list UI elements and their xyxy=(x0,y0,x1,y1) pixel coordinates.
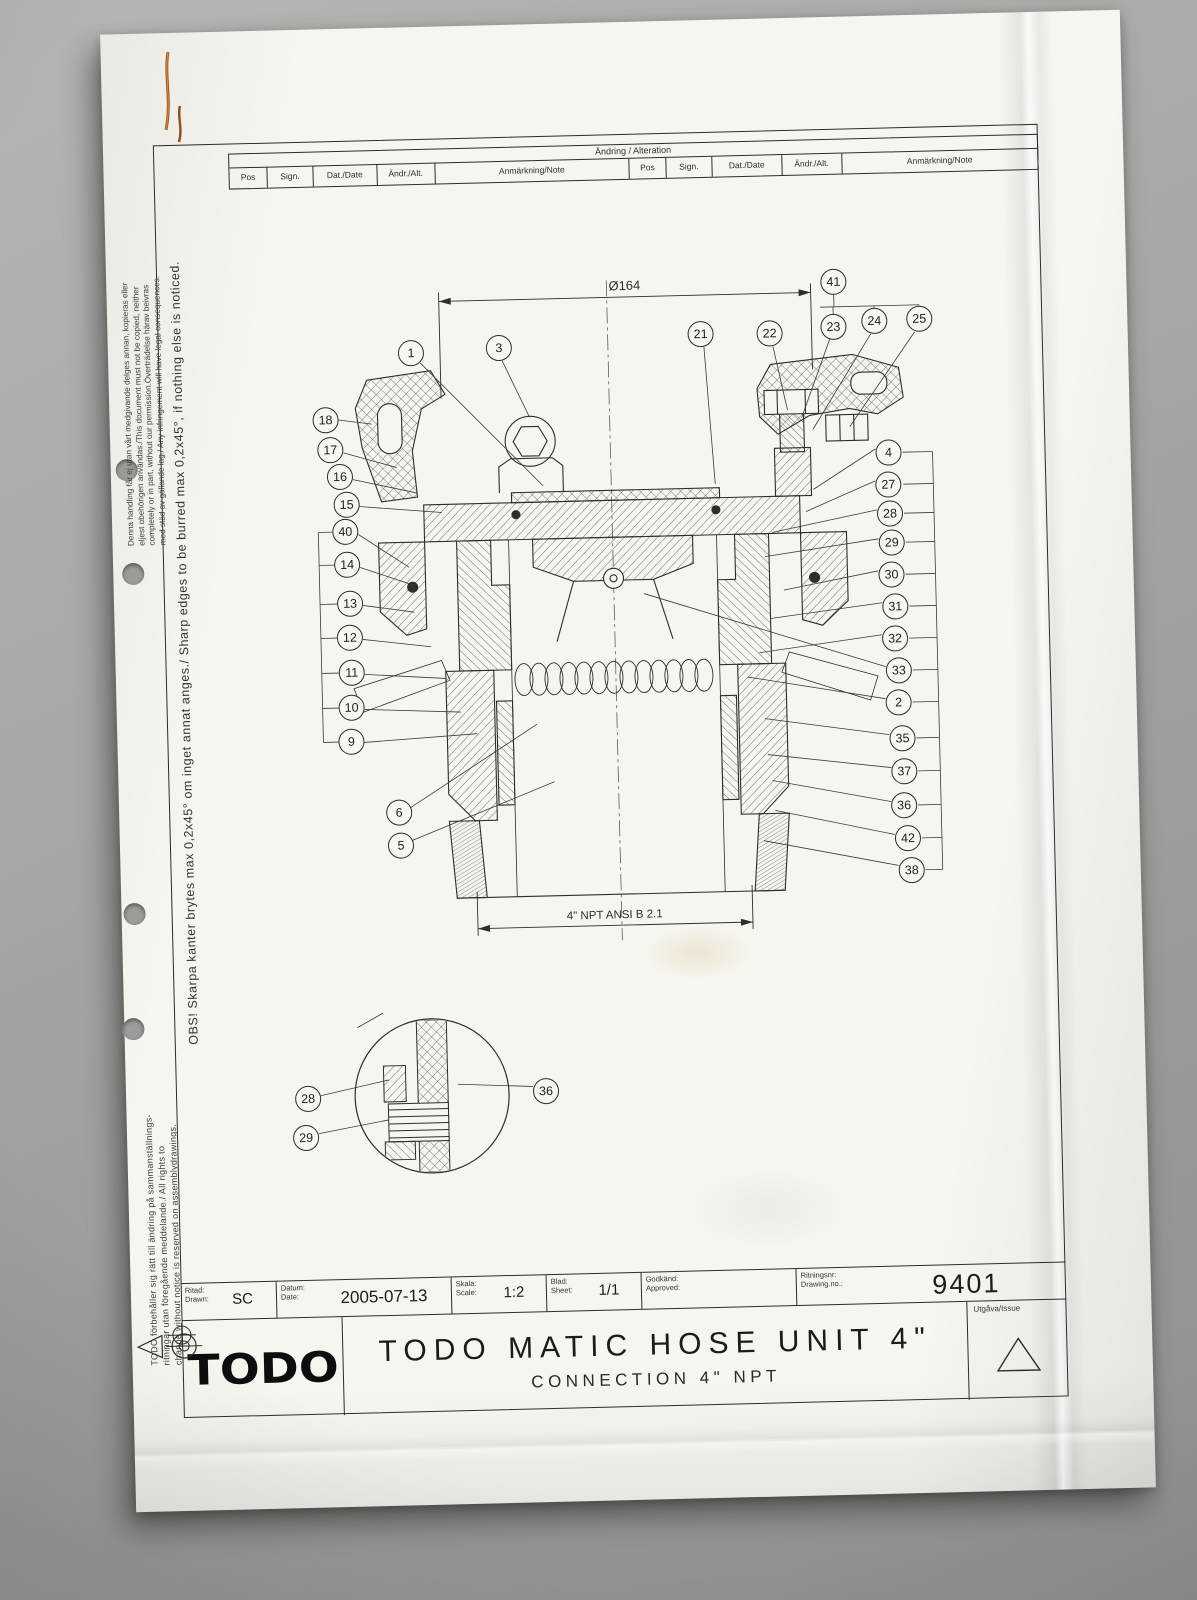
assembly-drawing: Ø164 4" NPT ANSI B 2.1 xyxy=(167,278,944,1348)
thread-artifact xyxy=(164,51,182,143)
col-alt: Ändr./Alt. xyxy=(376,163,435,185)
detail-view xyxy=(354,1012,510,1174)
col-note: Anmärkning/Note xyxy=(433,158,629,184)
col-pos: Pos xyxy=(628,157,666,179)
centering-mark xyxy=(167,1323,196,1348)
issue-triangle-icon xyxy=(996,1337,1041,1372)
drawing-title: TODO MATIC HOSE UNIT 4" xyxy=(378,1321,933,1368)
rights-note: TODO förbehåller sig rätt till ändring p… xyxy=(143,1114,184,1366)
issue-label: Utgåva/Issue xyxy=(973,1303,1021,1314)
drawing-title-cell: TODO MATIC HOSE UNIT 4" CONNECTION 4" NP… xyxy=(341,1301,969,1416)
titleblock-date: Datum:Date: 2005-07-13 xyxy=(275,1277,452,1318)
col-date: Dat./Date xyxy=(312,164,377,187)
drawing-number-value: 9401 xyxy=(931,1268,1001,1300)
titleblock-scale: Skala:Scale: 1:2 xyxy=(450,1275,547,1314)
paper-sheet: Ø164 4" NPT ANSI B 2.1 xyxy=(100,9,1156,1513)
title-block: Ritad:Drawn: SC Datum:Date: 2005-07-13 S… xyxy=(180,1261,1069,1419)
bottom-dimension: 4" NPT ANSI B 2.1 xyxy=(476,884,754,936)
projection-symbol-icon xyxy=(136,1333,203,1359)
dimension-diameter-label: Ø164 xyxy=(608,278,640,294)
drawing-subtitle: CONNECTION 4" NPT xyxy=(531,1365,782,1392)
col-sign: Sign. xyxy=(665,156,712,178)
titleblock-approved: Godkänd:Approved: xyxy=(640,1269,797,1309)
cross-section xyxy=(353,280,904,941)
sheet-value: 1/1 xyxy=(598,1281,620,1299)
leader-lines xyxy=(317,294,944,1135)
col-pos: Pos xyxy=(240,171,256,183)
col-sign: Sign. xyxy=(266,166,313,188)
drawn-value: SC xyxy=(231,1290,254,1308)
titleblock-sheet: Blad:Sheet: 1/1 xyxy=(545,1272,642,1312)
col-alt: Ändr./Alt. xyxy=(780,153,842,176)
scale-value: 1:2 xyxy=(503,1283,525,1302)
titleblock-drawn: Ritad:Drawn: SC xyxy=(181,1282,277,1320)
issue-cell: Utgåva/Issue xyxy=(966,1299,1069,1400)
top-dimension: Ø164 xyxy=(438,278,813,399)
todo-logo: TODO xyxy=(186,1341,339,1395)
dimension-thread-label: 4" NPT ANSI B 2.1 xyxy=(567,908,663,922)
date-value: 2005-07-13 xyxy=(340,1286,428,1308)
col-date: Dat./Date xyxy=(711,155,782,177)
titleblock-drawing-number: Ritningsnr:Drawing.no.: 9401 xyxy=(795,1262,1067,1306)
col-note: Anmärkning/Note xyxy=(840,148,1038,174)
